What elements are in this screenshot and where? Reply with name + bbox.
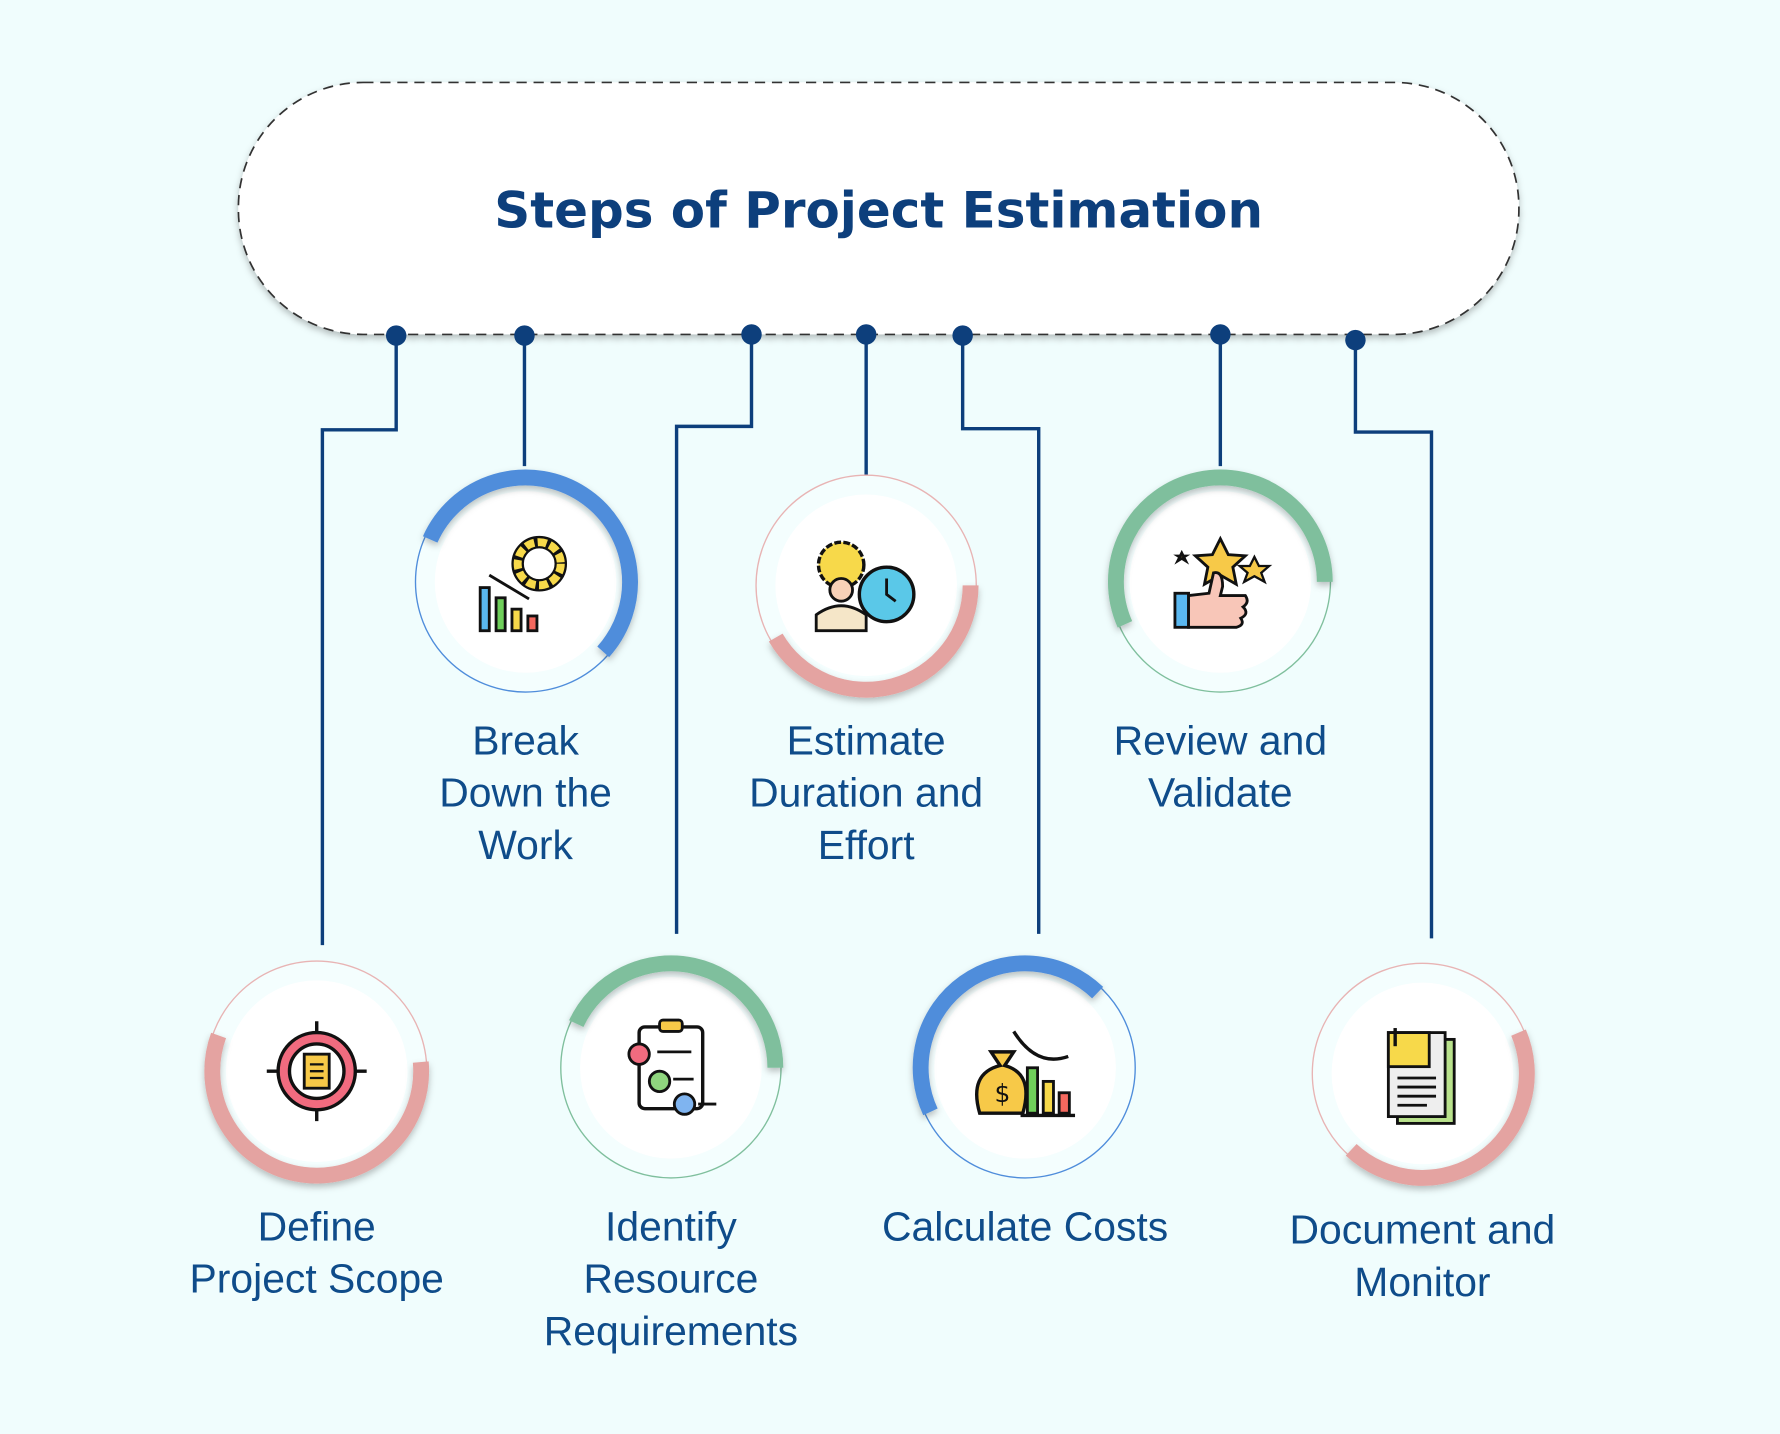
- step-label: Document and: [1290, 1207, 1556, 1253]
- step-accent-arc: [912, 955, 1104, 1116]
- connector-dot: [952, 325, 973, 346]
- step-label: Validate: [1148, 770, 1293, 816]
- connector-1: [320, 335, 398, 946]
- connectors: [320, 324, 1434, 946]
- connector-3: [674, 334, 754, 934]
- thumbs-up-stars-icon: [1173, 535, 1273, 629]
- svg-text:$: $: [994, 1079, 1010, 1108]
- step-accent-arc: [768, 585, 979, 698]
- step-label: Work: [478, 822, 573, 868]
- target-document-icon: [266, 1021, 367, 1122]
- step-accent-arc: [569, 955, 784, 1068]
- step-label: Effort: [818, 822, 916, 868]
- step-circle: [934, 976, 1116, 1159]
- page-title: Steps of Project Estimation: [494, 182, 1263, 240]
- person-gear-clock-icon: [814, 540, 916, 633]
- connector-5: [960, 335, 1041, 934]
- title-box: Steps of Project Estimation: [237, 81, 1520, 336]
- documents-icon: [1386, 1028, 1456, 1125]
- step-label: Review and: [1114, 717, 1328, 763]
- step-label: Project Scope: [190, 1256, 444, 1302]
- step-accent-arc: [204, 1032, 430, 1184]
- connector-dot: [741, 324, 762, 345]
- connector-7: [1353, 340, 1434, 939]
- step-5: $ Calculate Costs: [882, 955, 1168, 1249]
- step-label: Monitor: [1354, 1259, 1490, 1305]
- step-accent-arc: [1345, 1029, 1535, 1186]
- step-accent-arc: [422, 469, 638, 658]
- step-label: Estimate: [787, 717, 946, 763]
- connector-dot: [514, 325, 535, 346]
- connector-dot: [1345, 329, 1366, 351]
- chart-gear-icon: [478, 535, 568, 633]
- step-label: Identify: [605, 1203, 737, 1249]
- connector-dot: [385, 325, 407, 346]
- connector-dot: [855, 324, 877, 345]
- step-label: Requirements: [544, 1308, 798, 1354]
- step-label: Break: [472, 717, 579, 763]
- clipboard-list-icon: [627, 1018, 717, 1116]
- step-label: Resource: [583, 1256, 758, 1302]
- step-label: Define: [258, 1203, 376, 1249]
- step-label: Calculate Costs: [882, 1203, 1168, 1249]
- step-accent-arc: [1107, 469, 1333, 628]
- connector-dot: [1210, 324, 1231, 345]
- step-label: Duration and: [749, 770, 983, 816]
- money-bag-chart-icon: $: [975, 1030, 1076, 1118]
- step-label: Down the: [439, 770, 612, 816]
